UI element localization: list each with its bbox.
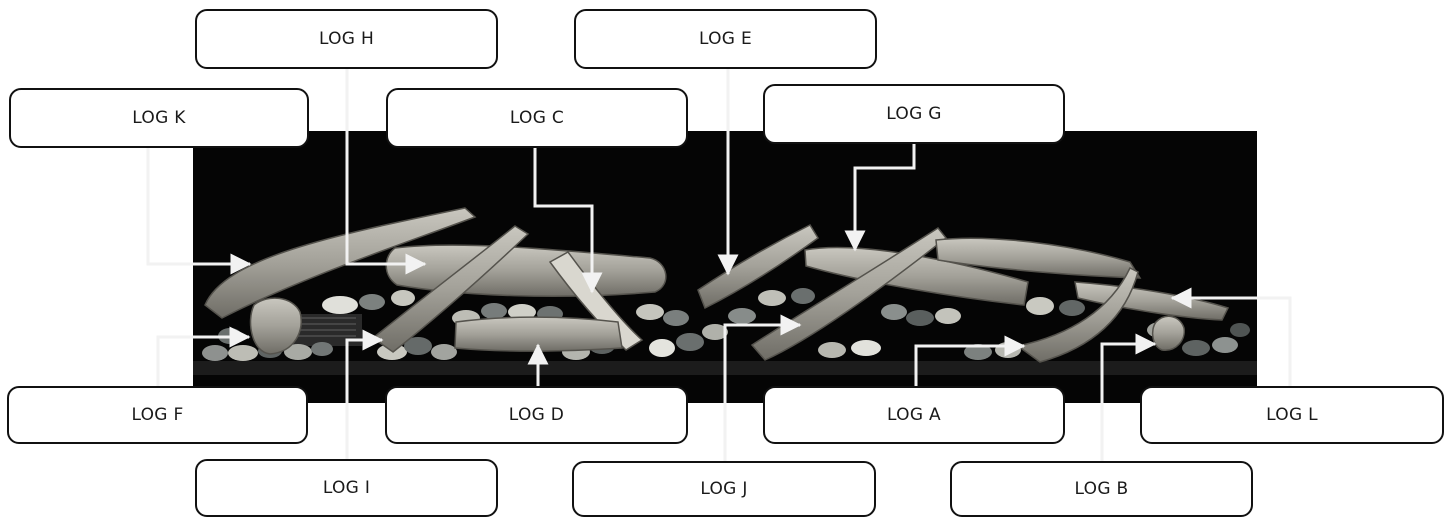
label-log-a-text: LOG A — [887, 405, 941, 425]
label-log-j: LOG J — [572, 461, 876, 517]
leader-log-k — [146, 148, 252, 275]
label-log-f-text: LOG F — [131, 405, 184, 425]
label-log-l: LOG L — [1140, 386, 1444, 444]
leader-log-l — [1170, 287, 1292, 386]
label-log-d: LOG D — [385, 386, 688, 444]
label-log-j-text: LOG J — [700, 479, 748, 499]
leader-log-b — [1100, 333, 1157, 461]
log-big-right-shape — [935, 237, 1142, 279]
label-log-k: LOG K — [9, 88, 309, 148]
label-log-b: LOG B — [950, 461, 1253, 517]
leader-log-a — [914, 335, 1026, 386]
label-log-b-text: LOG B — [1074, 479, 1129, 499]
label-log-i: LOG I — [195, 459, 498, 517]
label-log-k-text: LOG K — [132, 108, 186, 128]
label-log-h-text: LOG H — [318, 29, 375, 49]
leader-log-j — [723, 314, 802, 461]
label-log-c: LOG C — [386, 88, 688, 148]
leader-log-i — [345, 329, 384, 459]
leader-lines — [146, 69, 1292, 461]
label-log-e: LOG E — [574, 9, 877, 69]
log-f-shape — [249, 297, 302, 355]
leader-log-h — [345, 69, 427, 275]
label-log-d-text: LOG D — [508, 405, 565, 425]
label-log-h: LOG H — [195, 9, 498, 69]
leader-log-f — [156, 326, 251, 386]
log-i-shape — [371, 225, 530, 353]
label-log-g: LOG G — [763, 84, 1065, 144]
label-log-i-text: LOG I — [322, 478, 371, 498]
leader-log-c — [533, 148, 603, 294]
log-d-shape — [454, 316, 623, 352]
log-e-shape — [697, 224, 820, 310]
label-log-c-text: LOG C — [509, 108, 565, 128]
log-a-shape — [1016, 266, 1139, 363]
label-log-e-text: LOG E — [698, 29, 753, 49]
leader-log-g — [844, 144, 916, 252]
label-log-l-text: LOG L — [1266, 405, 1318, 425]
label-log-a: LOG A — [763, 386, 1065, 444]
label-log-f: LOG F — [7, 386, 308, 444]
label-log-g-text: LOG G — [886, 104, 942, 124]
